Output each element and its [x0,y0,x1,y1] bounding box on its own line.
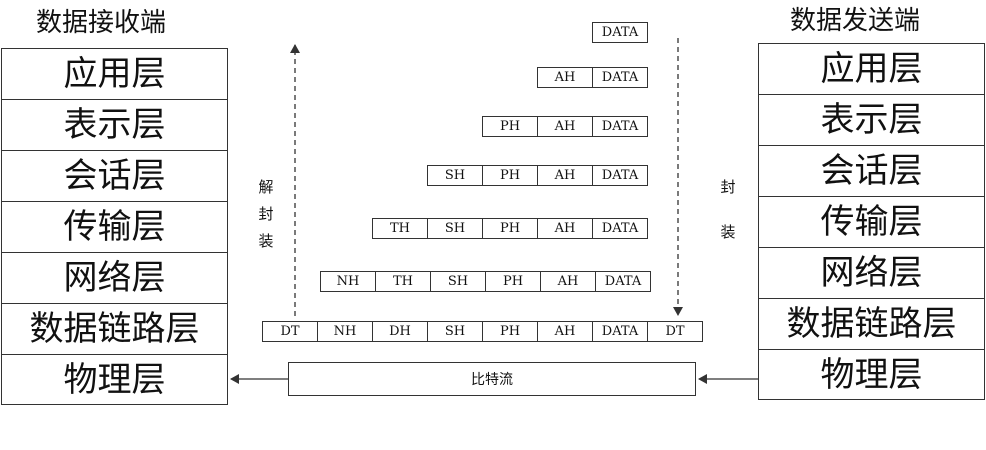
header-cell: DT [647,321,703,342]
sender-title: 数据发送端 [790,6,921,36]
packet-row-frame: DT NH DH SH PH AH DATA DT [262,321,703,342]
header-cell: NH [320,271,376,292]
sender-layer-datalink: 数据链路层 [758,298,985,349]
decapsulate-char: 封 [258,205,274,223]
decapsulate-label: 解 封 装 [257,174,275,255]
header-cell: DATA [592,165,648,186]
header-cell: AH [537,218,593,239]
sender-layer-presentation: 表示层 [758,94,985,145]
encapsulate-label: 封 装 [719,174,737,246]
header-cell: SH [430,271,486,292]
header-cell: DATA [592,22,648,43]
bitstream-label: 比特流 [471,372,513,388]
header-cell: SH [427,218,483,239]
receiver-layer-transport: 传输层 [1,201,228,252]
packet-row-session: PH AH DATA [482,116,648,137]
receiver-layer-datalink: 数据链路层 [1,303,228,354]
header-cell: DT [262,321,318,342]
header-cell: PH [485,271,541,292]
header-cell: NH [317,321,373,342]
header-cell: TH [375,271,431,292]
packet-row-application: DATA [592,22,648,43]
sender-layer-session: 会话层 [758,145,985,196]
sender-layer-physical: 物理层 [758,349,985,400]
header-cell: AH [537,67,593,88]
packet-row-presentation: AH DATA [537,67,648,88]
header-cell: SH [427,165,483,186]
packet-row-network: TH SH PH AH DATA [372,218,648,239]
header-cell: DH [372,321,428,342]
encapsulate-char: 封 [720,178,736,196]
header-cell: PH [482,218,538,239]
bitstream-bar: 比特流 [288,362,696,396]
sender-layer-application: 应用层 [758,43,985,94]
header-cell: PH [482,116,538,137]
receiver-layer-session: 会话层 [1,150,228,201]
header-cell: PH [482,321,538,342]
header-cell: SH [427,321,483,342]
sender-layer-network: 网络层 [758,247,985,298]
receiver-stack: 应用层 表示层 会话层 传输层 网络层 数据链路层 物理层 [1,48,228,405]
packet-row-datalink: NH TH SH PH AH DATA [320,271,651,292]
sender-layer-transport: 传输层 [758,196,985,247]
header-cell: DATA [592,67,648,88]
header-cell: AH [540,271,596,292]
header-cell: DATA [592,116,648,137]
header-cell: DATA [595,271,651,292]
receiver-title: 数据接收端 [36,8,167,38]
header-cell: TH [372,218,428,239]
receiver-layer-physical: 物理层 [1,354,228,405]
receiver-layer-application: 应用层 [1,48,228,99]
decapsulate-char: 装 [258,232,274,250]
header-cell: AH [537,165,593,186]
header-cell: PH [482,165,538,186]
packet-row-transport: SH PH AH DATA [427,165,648,186]
header-cell: DATA [592,218,648,239]
encapsulate-char: 装 [720,223,736,241]
sender-stack: 应用层 表示层 会话层 传输层 网络层 数据链路层 物理层 [758,43,985,400]
receiver-layer-presentation: 表示层 [1,99,228,150]
decapsulate-char: 解 [258,178,274,196]
receiver-layer-network: 网络层 [1,252,228,303]
